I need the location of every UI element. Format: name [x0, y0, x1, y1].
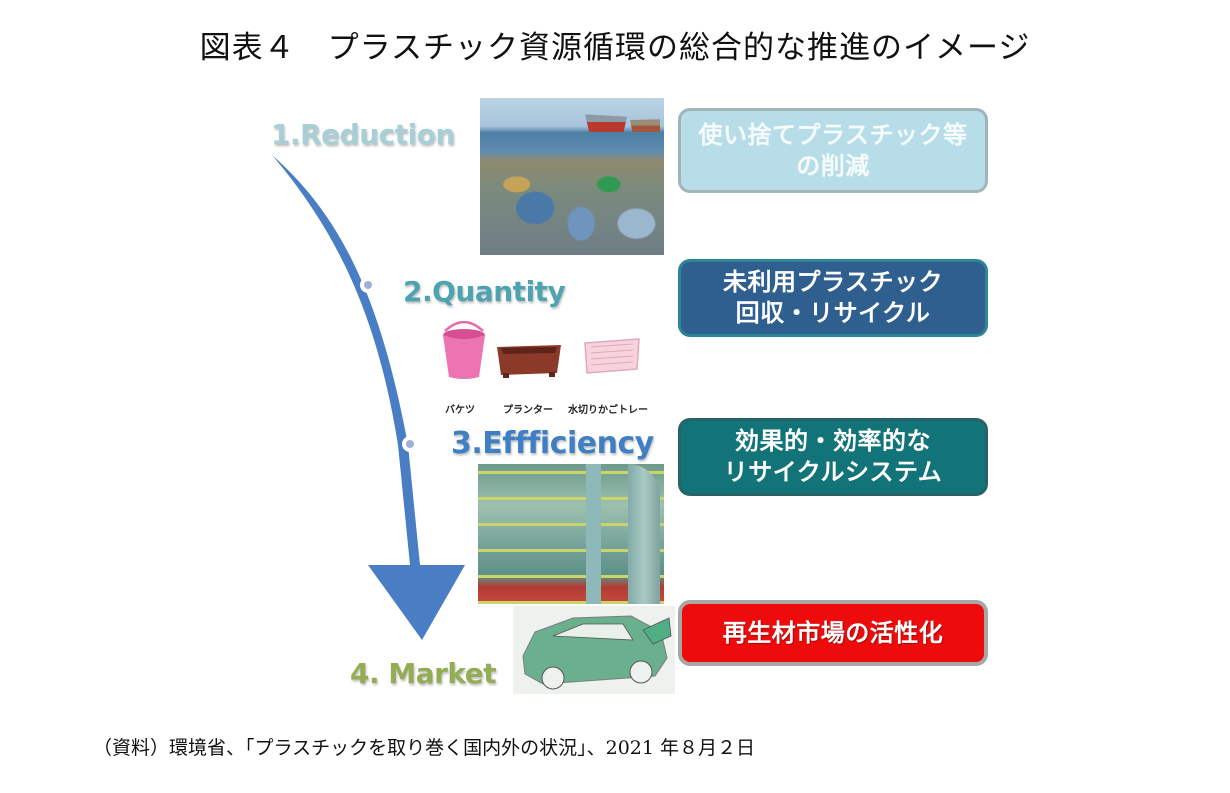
bucket-icon [443, 321, 485, 379]
product-label-basket: 水切りかごトレー [568, 405, 648, 416]
stage-label-efficiency: 3.Effficiency [451, 426, 654, 461]
ship-icon [585, 114, 627, 132]
flow-arrow-icon [272, 155, 465, 640]
measure-box-quantity: 未利用プラスチック 回収・リサイクル [678, 259, 988, 337]
stage-label-reduction: 1.Reduction [271, 118, 455, 151]
product-label-planter: プランター [503, 405, 553, 416]
figure-title: 図表４ プラスチック資源循環の総合的な推進のイメージ [199, 30, 1031, 66]
source-citation: （資料）環境省、「プラスチックを取り巻く国内外の状況」、2021 年８月２日 [93, 737, 756, 759]
recycling-plant-photo [478, 464, 664, 604]
plastic-products-illustration: バケツ プランター 水切りかごトレー [435, 315, 665, 416]
measure-box-efficiency: 効果的・効率的な リサイクルシステム [678, 418, 988, 496]
ship-icon [630, 119, 660, 132]
product-label-bucket: バケツ [445, 405, 475, 416]
car-parts-diagram [513, 606, 675, 694]
stage-label-market: 4. Market [350, 657, 497, 690]
measure-box-reduction: 使い捨てプラスチック等 の削減 [678, 108, 988, 193]
stage-label-quantity: 2.Quantity [403, 275, 566, 308]
car-icon [522, 615, 672, 690]
basket-icon [584, 338, 640, 374]
planter-icon [497, 345, 561, 378]
measure-box-market: 再生材市場の活性化 [678, 600, 988, 666]
ocean-plastic-waste-photo [480, 98, 664, 255]
